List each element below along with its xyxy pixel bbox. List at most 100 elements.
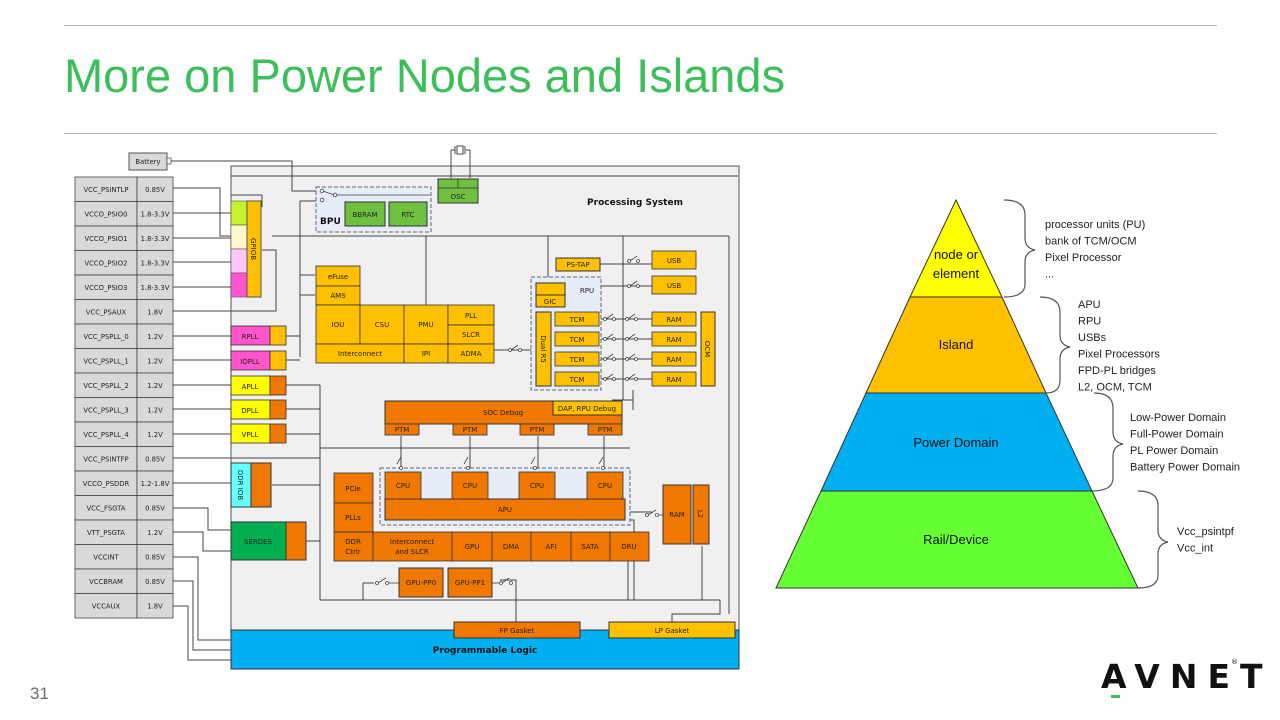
pyramid-list-item: FPD-PL bridges <box>1078 365 1156 377</box>
switch-icon <box>627 313 636 320</box>
gic-block <box>535 294 566 308</box>
tcm-block <box>554 311 600 327</box>
rail-voltage: 0.85V <box>145 505 165 513</box>
ram-label: RAM <box>666 316 681 324</box>
switch-icon <box>605 313 614 320</box>
rail-voltage-cell <box>136 250 174 276</box>
rail-name-cell <box>74 397 138 423</box>
pll-side-block <box>269 350 287 371</box>
pcie-label: PCIe <box>345 485 360 493</box>
page-number: 31 <box>30 684 49 703</box>
cpu-label: CPU <box>463 482 477 490</box>
rpu-power-switch-icon <box>508 344 522 352</box>
switch-contact <box>634 357 638 361</box>
osc-label: OSC <box>451 193 466 201</box>
apu-ram-block <box>662 484 692 545</box>
rail-voltage: 1.8V <box>147 309 163 317</box>
rail-name: VCCO_PSIO2 <box>85 260 128 268</box>
soc-debug-label: SOC Debug <box>483 409 523 417</box>
rail-voltage-cell <box>136 201 174 227</box>
usb-label: USB <box>667 282 682 290</box>
logo-accent-bar <box>1111 695 1120 698</box>
programmable-logic-label: Programmable Logic <box>433 646 538 656</box>
gpu-pp1-label: GPU-PP1 <box>455 579 485 587</box>
rail-voltage: 1.8V <box>147 603 163 611</box>
gpiob-block <box>246 200 262 298</box>
rail-name-cell <box>74 225 138 251</box>
rail-voltage-cell <box>136 299 174 325</box>
rail-name: VTT_PSGTA <box>87 529 125 537</box>
bbram-label: BBRAM <box>352 211 377 219</box>
rail-name: VCC_PSINTFP <box>83 456 128 464</box>
rail-name-cell <box>74 446 138 472</box>
registered-mark: ® <box>1231 658 1238 666</box>
bbram-block <box>344 201 386 227</box>
title-underline-rule <box>64 133 1217 134</box>
switch-contact <box>612 377 616 381</box>
tcm-label: TCM <box>569 336 585 344</box>
crystal-icon <box>454 145 466 155</box>
pll-label: VPLL <box>242 431 259 439</box>
rail-name-cell <box>74 176 138 202</box>
rail-name: VCC_PSPLL_3 <box>83 407 128 415</box>
ps-wires <box>231 149 738 622</box>
cpu-label: CPU <box>530 482 544 490</box>
pll-label: DPLL <box>241 407 259 415</box>
pyramid-list-item: USBs <box>1078 332 1107 344</box>
csu-label: CSU <box>375 321 389 329</box>
switch-icon <box>627 373 636 380</box>
pll-side-block <box>269 325 287 346</box>
pyramid-list-item: PL Power Domain <box>1130 445 1218 457</box>
usb-block <box>651 275 697 295</box>
switch-icon <box>627 333 636 340</box>
rail-voltage-cell <box>136 544 174 570</box>
switch-icon <box>627 353 636 360</box>
tcm-block <box>554 371 600 387</box>
switch-contact <box>612 357 616 361</box>
pll-side-block <box>269 399 287 420</box>
brace-power-domain <box>1091 392 1124 492</box>
pyramid-list-item: Pixel Processor <box>1045 252 1122 264</box>
tcm-label: TCM <box>569 376 585 384</box>
ddr-iob-label: DDR IOB <box>236 470 244 500</box>
dru-label: DRU <box>621 543 636 551</box>
rail-voltage: 1.2V <box>147 333 163 341</box>
pll-blocks: RPLL IOPLL APLL DPLL VPLL <box>230 325 287 444</box>
rail-voltage: 1.2-1.8V <box>141 480 170 488</box>
avnet-logo: AVNET ® <box>1101 657 1273 698</box>
pyramid-list-item: L2, OCM, TCM <box>1078 382 1152 394</box>
pll-label: APLL <box>242 383 259 391</box>
pll-label: IOPLL <box>240 358 260 366</box>
pmu-label: PMU <box>418 321 433 329</box>
ipi-label: IPI <box>422 350 430 358</box>
pyramid-list-item: Vcc_psintpf <box>1177 526 1235 538</box>
gpu-pp0-label: GPU-PP0 <box>406 579 436 587</box>
tcm-block <box>554 331 600 347</box>
tcm-block <box>554 351 600 367</box>
rail-voltage: 1.2V <box>147 407 163 415</box>
rail-name-cell <box>74 568 138 594</box>
switch-icon <box>605 333 614 340</box>
cpu-power-switch-icon <box>530 456 536 465</box>
adma-label: ADMA <box>460 350 481 358</box>
tcm-label: TCM <box>569 316 585 324</box>
ram-label: RAM <box>666 336 681 344</box>
ddr-iob-orange <box>250 462 272 508</box>
rail-voltage-cell <box>136 470 174 496</box>
rail-voltage-cell <box>136 176 174 202</box>
switch-icon <box>605 353 614 360</box>
cpu-block <box>586 471 624 500</box>
rail-name: VCCBRAM <box>89 578 123 586</box>
pyramid-list-item: Full-Power Domain <box>1130 429 1224 441</box>
rtc-label: RTC <box>401 211 414 219</box>
pll-label: RPLL <box>242 333 259 341</box>
usb-block <box>651 250 697 270</box>
sata-label: SATA <box>581 543 599 551</box>
ddr-ctrl-label-2: Ctrlr <box>345 548 360 556</box>
iou-label: IOU <box>332 321 345 329</box>
switch-icon <box>605 373 614 380</box>
apu-block <box>384 498 626 521</box>
